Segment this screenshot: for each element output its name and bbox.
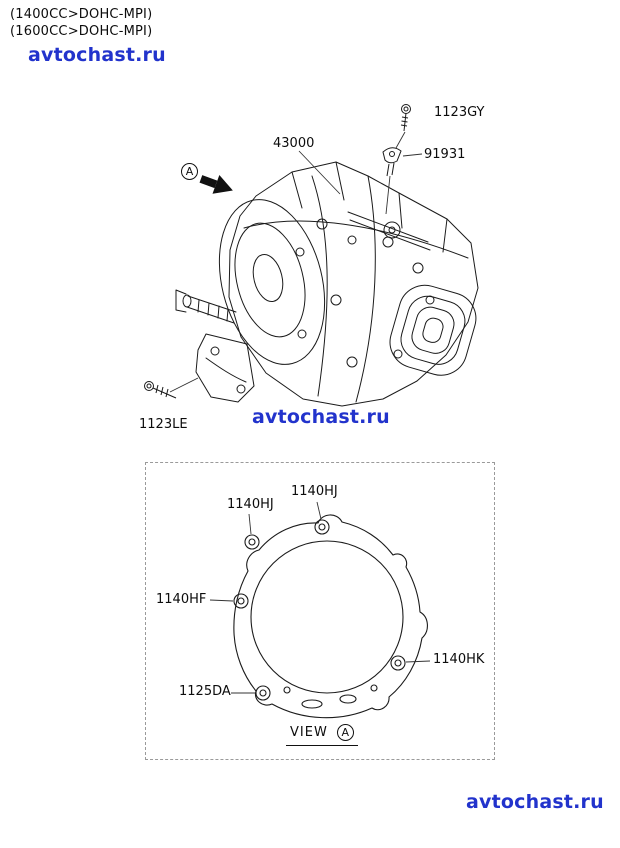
view-direction-arrow-icon <box>199 174 233 194</box>
view-a-caption: VIEW A <box>286 724 358 746</box>
transaxle-assembly-drawing <box>175 161 479 407</box>
part-label-1140HF: 1140HF <box>156 592 207 607</box>
view-caption-text: VIEW <box>290 725 328 740</box>
bolt-hole <box>390 655 406 671</box>
part-label-1140HJ-left: 1140HJ <box>227 497 274 512</box>
clamp-icon <box>382 147 402 177</box>
engine-code-line-2: (1600CC>DOHC-MPI) <box>10 24 153 39</box>
part-label-1123LE: 1123LE <box>139 417 188 432</box>
part-label-1140HJ-right: 1140HJ <box>291 484 338 499</box>
view-a-boundary <box>145 462 495 760</box>
bolt-hole <box>244 534 260 550</box>
part-label-1140HK: 1140HK <box>433 652 485 667</box>
bolt-icon <box>400 104 411 132</box>
view-a-caption-marker: A <box>336 724 354 741</box>
watermark-middle: avtochast.ru <box>252 406 390 428</box>
leader-lines-view-a <box>209 501 431 694</box>
part-label-1125DA: 1125DA <box>179 684 231 699</box>
engine-code-line-1: (1400CC>DOHC-MPI) <box>10 7 153 22</box>
bolt-hole <box>233 593 249 609</box>
part-label-91931: 91931 <box>424 147 466 162</box>
bolt-hole <box>314 519 330 535</box>
watermark-bottom: avtochast.ru <box>466 791 604 813</box>
bolt-icon <box>144 381 177 399</box>
part-label-1123GY: 1123GY <box>434 105 485 120</box>
watermark-top: avtochast.ru <box>28 44 166 66</box>
leader-lines <box>169 131 423 393</box>
bolt-hole <box>255 685 271 701</box>
engine-code-header: (1400CC>DOHC-MPI) (1600CC>DOHC-MPI) <box>10 6 152 40</box>
gasket-view-drawing <box>233 514 428 719</box>
view-a-marker: A <box>181 163 198 180</box>
part-label-43000: 43000 <box>273 136 315 151</box>
